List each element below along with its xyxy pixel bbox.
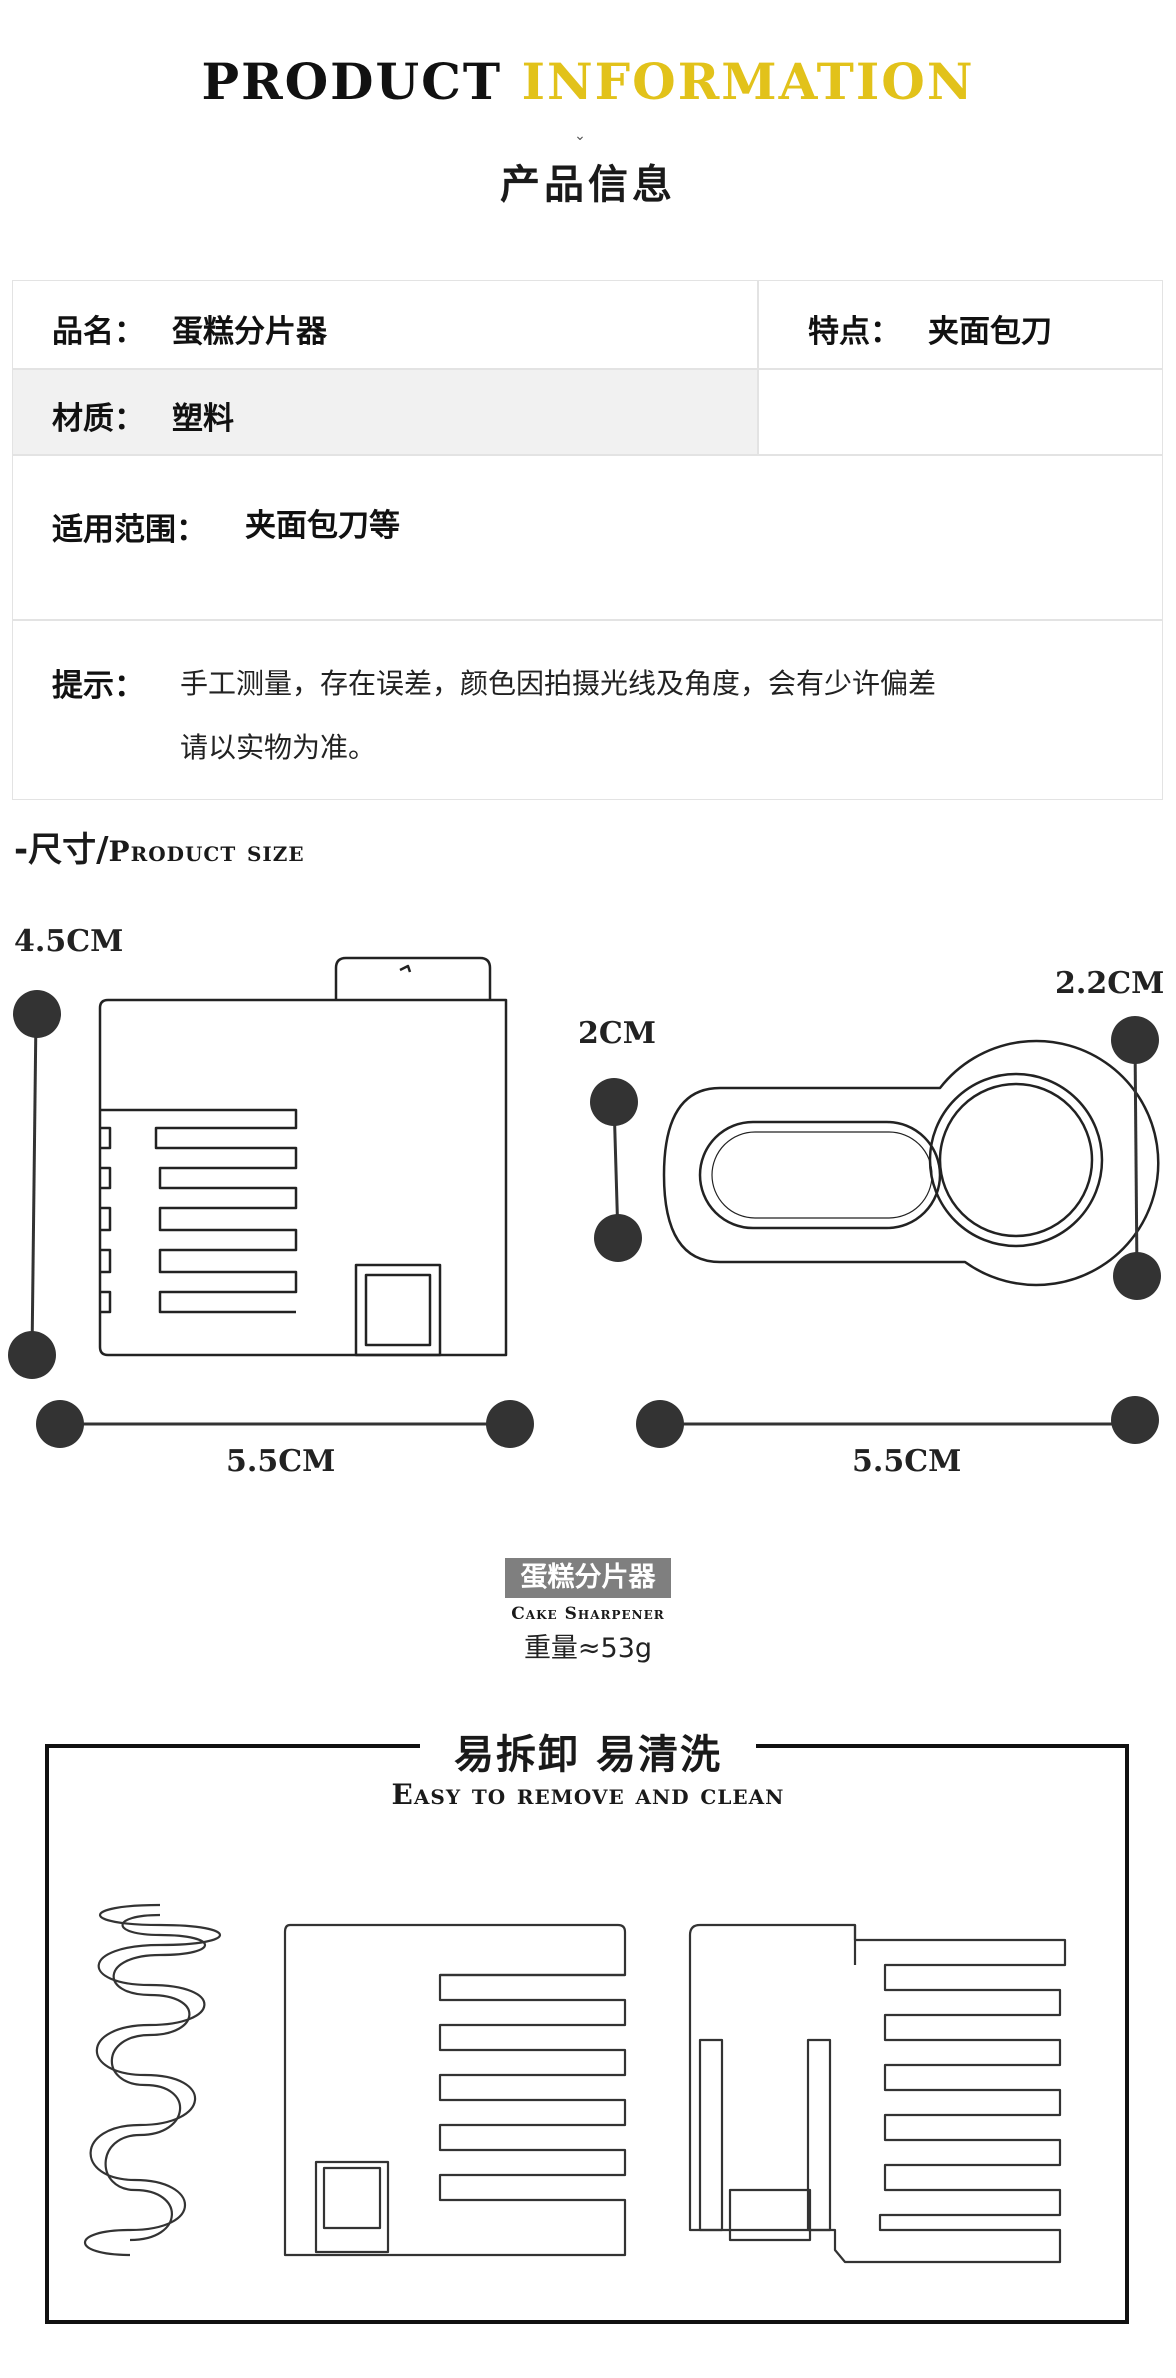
sharpener-side-outline xyxy=(98,956,508,1357)
left-width-label: 5.5CM xyxy=(226,1444,336,1479)
size-diagram xyxy=(8,956,1161,1448)
feature-value: 夹面包刀 xyxy=(928,314,1052,350)
scope-value: 夹面包刀等 xyxy=(245,508,400,544)
info-cell-tip xyxy=(12,620,1163,800)
feature-label: 特点： xyxy=(808,314,901,350)
material-value: 塑料 xyxy=(172,401,234,437)
holder-part-outline xyxy=(688,1923,1067,2264)
right-width-label: 5.5CM xyxy=(852,1444,962,1479)
size-section-title: -尺寸/Product size xyxy=(14,822,305,871)
page-title: PRODUCT INFORMATION xyxy=(0,52,1176,111)
page-subtitle: 产品信息 xyxy=(500,162,676,208)
product-weight: 重量≈53g xyxy=(523,1633,653,1664)
product-name-badge: 蛋糕分片器 xyxy=(505,1558,671,1598)
right-height-small-label: 2CM xyxy=(578,1016,656,1051)
material-label: 材质： xyxy=(52,401,145,437)
size-title-cn: -尺寸/ xyxy=(14,830,109,870)
title-part-information: INFORMATION xyxy=(521,52,975,111)
spring-part-outline xyxy=(84,1903,222,2257)
parts-illustration xyxy=(84,1903,1067,2264)
product-name-en: Cake Sharpener xyxy=(511,1604,665,1624)
right-height-large-dimension xyxy=(1111,1016,1161,1300)
right-height-large-label: 2.2CM xyxy=(1055,966,1165,1001)
tip-line-2: 请以实物为准。 xyxy=(180,731,377,764)
chevron-down-icon: ⌄ xyxy=(574,128,586,144)
left-height-dimension xyxy=(8,990,61,1379)
sharpener-top-outline xyxy=(662,1039,1160,1287)
comb-part-outline xyxy=(283,1923,627,2257)
size-title-en: Product size xyxy=(108,835,305,868)
scope-label: 适用范围： xyxy=(52,512,207,548)
right-width-dimension xyxy=(636,1396,1159,1448)
name-label: 品名： xyxy=(52,314,145,350)
info-cell-scope xyxy=(12,455,1163,620)
tip-label: 提示： xyxy=(52,668,145,704)
info-cell-empty xyxy=(758,369,1163,455)
feature-subtitle: Easy to remove and clean xyxy=(391,1778,785,1811)
info-cell-name xyxy=(12,280,758,369)
title-part-product: PRODUCT xyxy=(201,52,503,111)
left-height-label: 4.5CM xyxy=(14,924,124,959)
feature-title: 易拆卸 易清洗 xyxy=(420,1722,756,1780)
info-cell-feature xyxy=(758,280,1163,369)
name-value: 蛋糕分片器 xyxy=(172,314,327,350)
right-height-small-dimension xyxy=(590,1078,642,1262)
tip-line-1: 手工测量，存在误差，颜色因拍摄光线及角度，会有少许偏差 xyxy=(180,667,937,700)
info-cell-material xyxy=(12,369,758,455)
left-width-dimension xyxy=(36,1400,534,1448)
